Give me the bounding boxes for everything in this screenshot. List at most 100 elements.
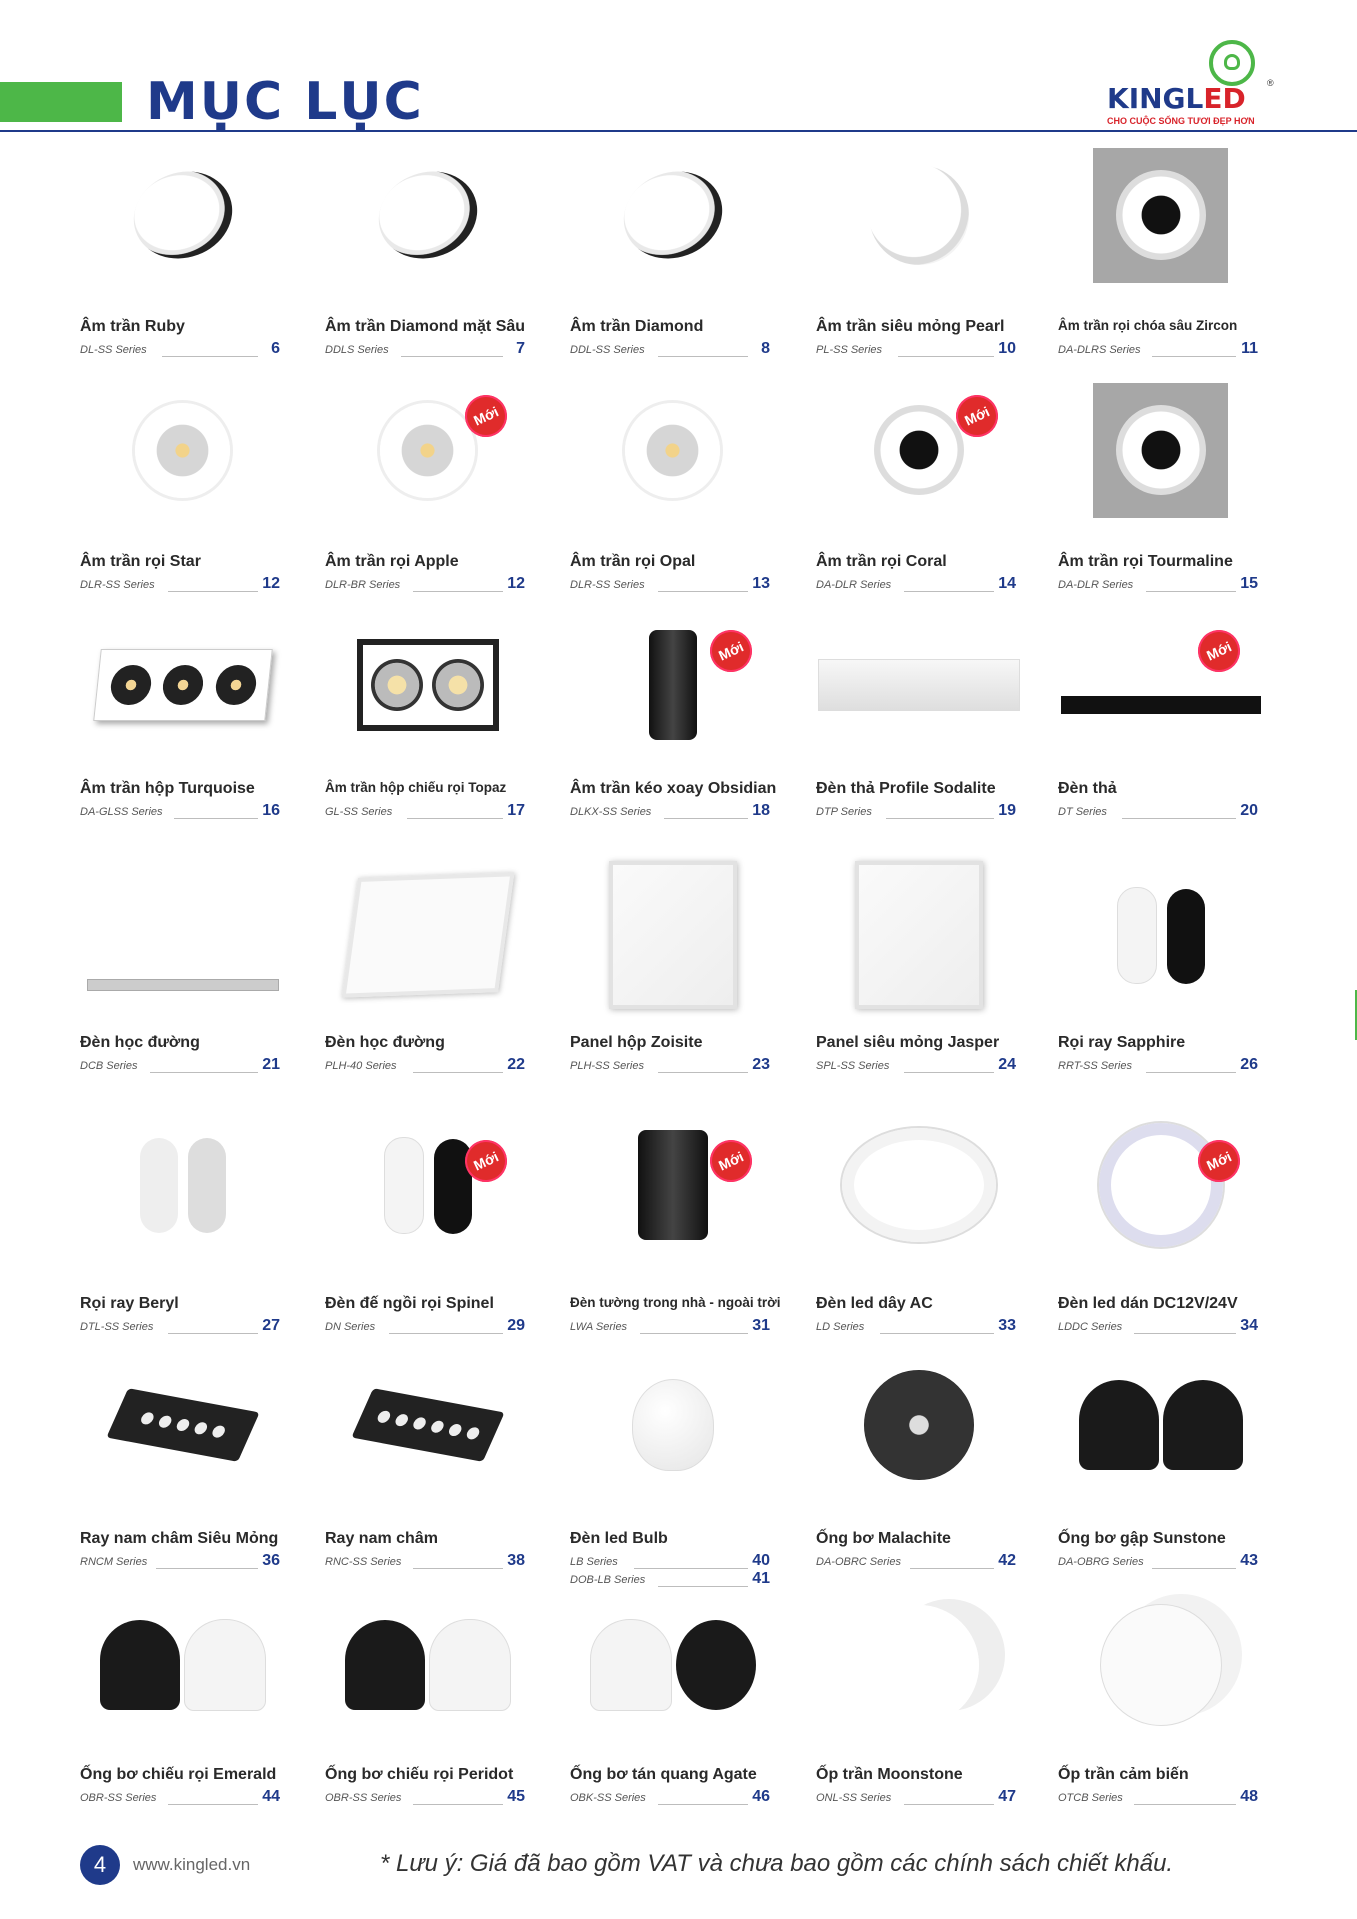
spotlight-icon xyxy=(325,375,530,525)
page-title: MỤC LỤC xyxy=(146,72,424,132)
product-name: Ống bơ chiếu rọi Emerald xyxy=(80,1766,277,1783)
page-ref[interactable]: 22 xyxy=(507,1056,525,1073)
page-ref[interactable]: 45 xyxy=(507,1788,525,1805)
leader-line xyxy=(1152,356,1236,357)
page-ref[interactable]: 6 xyxy=(271,340,280,357)
page-ref[interactable]: 17 xyxy=(507,802,525,819)
page-ref[interactable]: 10 xyxy=(998,340,1016,357)
website-link[interactable]: www.kingled.vn xyxy=(133,1855,251,1874)
page-ref[interactable]: 18 xyxy=(752,802,770,819)
series-row: DA-DLR Series 14 xyxy=(816,575,1016,595)
leader-line xyxy=(658,1072,748,1073)
series-label: DN Series xyxy=(325,1321,376,1333)
leader-line xyxy=(389,1333,503,1334)
page-ref[interactable]: 43 xyxy=(1240,1552,1258,1569)
header-divider xyxy=(0,130,1357,132)
series-label: DA-DLR Series xyxy=(816,579,892,591)
product-name: Đèn led dán DC12V/24V xyxy=(1058,1295,1238,1312)
page-ref[interactable]: 29 xyxy=(507,1317,525,1334)
product-name: Ống bơ Malachite xyxy=(816,1530,951,1547)
series-label: DLKX-SS Series xyxy=(570,806,652,818)
cylinder-light-icon xyxy=(816,1350,1021,1500)
page-ref[interactable]: 19 xyxy=(998,802,1016,819)
registered-mark: ® xyxy=(1267,78,1274,88)
page-ref[interactable]: 27 xyxy=(262,1317,280,1334)
leader-line xyxy=(401,356,503,357)
page-ref[interactable]: 23 xyxy=(752,1056,770,1073)
page-ref[interactable]: 7 xyxy=(516,340,525,357)
bulb-icon xyxy=(570,1350,775,1500)
product-name: Rọi ray Beryl xyxy=(80,1295,179,1312)
product-name: Âm trần Diamond mặt Sâu xyxy=(325,318,526,335)
series-label: DT Series xyxy=(1058,806,1107,818)
school-light-icon xyxy=(325,860,530,1010)
page-edge-marker xyxy=(1355,990,1357,1040)
page-ref[interactable]: 13 xyxy=(752,575,770,592)
page-ref[interactable]: 46 xyxy=(752,1788,770,1805)
series-label: DLR-SS Series xyxy=(570,579,645,591)
leader-line xyxy=(407,818,503,819)
series-label: SPL-SS Series xyxy=(816,1060,890,1072)
page-ref[interactable]: 20 xyxy=(1240,802,1258,819)
page-ref[interactable]: 12 xyxy=(262,575,280,592)
product-name: Đèn học đường xyxy=(325,1034,445,1051)
page-ref[interactable]: 11 xyxy=(1241,340,1258,357)
page-ref[interactable]: 34 xyxy=(1240,1317,1258,1334)
series-row: DLKX-SS Series 18 xyxy=(570,802,770,822)
spotlight-icon xyxy=(80,375,285,525)
page-ref[interactable]: 24 xyxy=(998,1056,1016,1073)
page-ref[interactable]: 48 xyxy=(1240,1788,1258,1805)
led-tape-icon xyxy=(1058,1110,1263,1260)
cylinder-light-icon xyxy=(80,1590,285,1740)
series-label: DDL-SS Series xyxy=(570,344,645,356)
leader-line xyxy=(413,1568,503,1569)
page-ref[interactable]: 44 xyxy=(262,1788,280,1805)
page-ref[interactable]: 16 xyxy=(262,802,280,819)
series-label: OBR-SS Series xyxy=(325,1792,402,1804)
product-name: Âm trần kéo xoay Obsidian xyxy=(570,780,777,797)
page-ref[interactable]: 42 xyxy=(998,1552,1016,1569)
page-ref[interactable]: 36 xyxy=(262,1552,280,1569)
page-ref[interactable]: 14 xyxy=(998,575,1016,592)
page-ref[interactable]: 41 xyxy=(752,1570,770,1587)
product-name: Âm trần Ruby xyxy=(80,318,185,335)
page-ref[interactable]: 31 xyxy=(752,1317,770,1334)
leader-line xyxy=(664,818,748,819)
product-name: Đèn led Bulb xyxy=(570,1530,668,1547)
page-ref[interactable]: 26 xyxy=(1240,1056,1258,1073)
page-ref[interactable]: 21 xyxy=(262,1056,280,1073)
leader-line xyxy=(1122,818,1236,819)
product-name: Đèn thả xyxy=(1058,780,1117,797)
deep-spotlight-icon xyxy=(1058,375,1263,525)
product-name: Ray nam châm Siêu Mỏng xyxy=(80,1530,279,1547)
pendant-light-icon xyxy=(1058,610,1263,760)
leader-line xyxy=(162,356,258,357)
ceiling-light-icon xyxy=(816,1590,1021,1740)
panel-icon xyxy=(816,860,1021,1010)
page-ref[interactable]: 38 xyxy=(507,1552,525,1569)
leader-line xyxy=(1146,1072,1236,1073)
page-ref[interactable]: 33 xyxy=(998,1317,1016,1334)
page-ref[interactable]: 8 xyxy=(761,340,770,357)
series-label: LB Series xyxy=(570,1556,618,1568)
product-name: Đèn đế ngồi rọi Spinel xyxy=(325,1295,494,1312)
page-ref[interactable]: 40 xyxy=(752,1552,770,1569)
page-ref[interactable]: 47 xyxy=(998,1788,1016,1805)
lotus-bulb-icon xyxy=(1209,40,1255,86)
series-label: DDLS Series xyxy=(325,344,389,356)
page-ref[interactable]: 15 xyxy=(1240,575,1258,592)
page-ref[interactable]: 12 xyxy=(507,575,525,592)
downlight-icon xyxy=(80,140,285,290)
series-row: SPL-SS Series 24 xyxy=(816,1056,1016,1076)
leader-line xyxy=(168,591,258,592)
product-name: Đèn thả Profile Sodalite xyxy=(816,780,996,797)
